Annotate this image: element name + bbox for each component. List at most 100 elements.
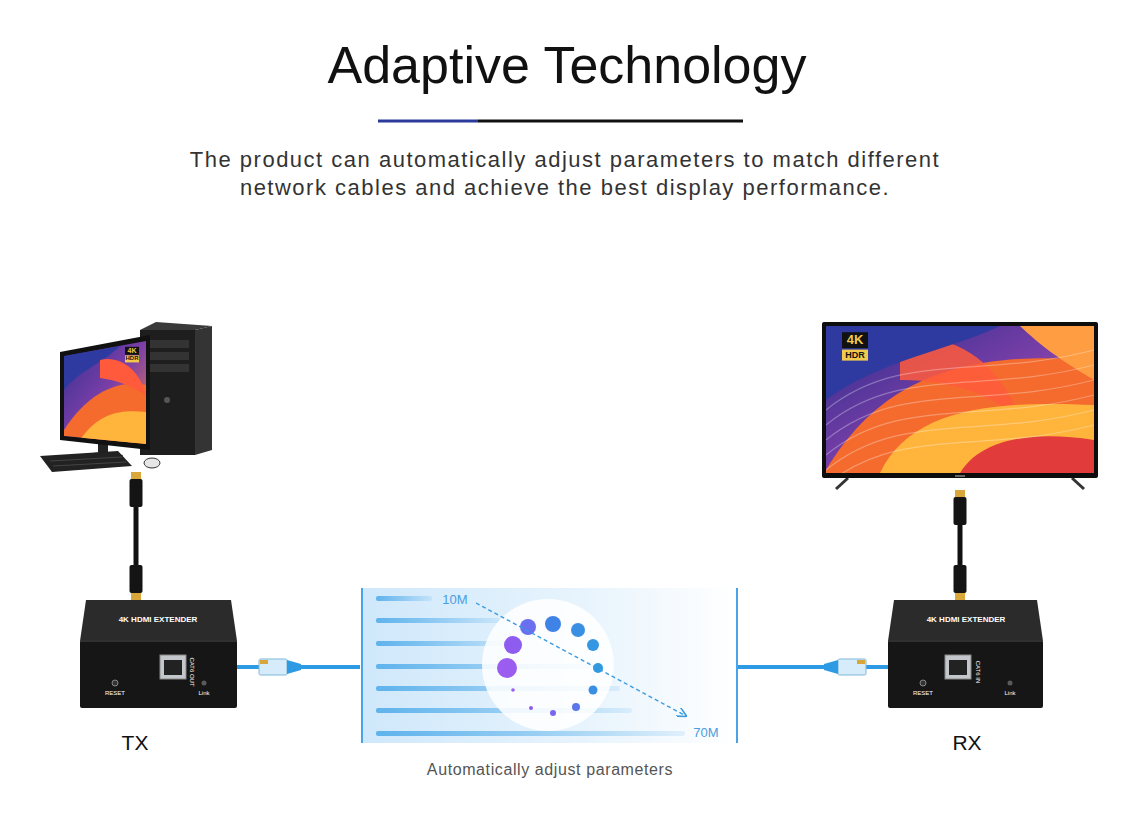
- receiver-device: [949, 660, 967, 675]
- device-name: RX: [952, 731, 981, 755]
- hdmi-plug: [130, 565, 143, 600]
- computer-tower: [164, 397, 170, 403]
- computer-monitor: [100, 359, 146, 395]
- device-model: 4K HDMI EXTENDER: [927, 615, 1006, 624]
- computer-tower: [146, 364, 189, 372]
- computer-monitor: [60, 335, 150, 450]
- rj45-plug: [260, 660, 268, 664]
- receiver-device: [1008, 681, 1013, 686]
- transmitter-device: [164, 660, 182, 675]
- resolution-badge: 4K: [842, 332, 868, 348]
- port-label: CAT6 IN: [975, 661, 982, 684]
- cable-panel-node: 10M70MAutomatically adjust parameters: [360, 588, 738, 743]
- loading-dots: [550, 710, 556, 716]
- adaptive-panel: [362, 588, 737, 743]
- rj45-plug: [259, 659, 301, 675]
- computer-tower: [195, 326, 212, 455]
- keyboard-mouse: [40, 451, 132, 472]
- distance-label: 10M: [442, 593, 467, 608]
- hdmi-plug: [954, 565, 967, 593]
- rj45-plug: [259, 659, 287, 675]
- receiver-device: [888, 641, 1043, 642]
- transmitter-device: [202, 681, 207, 686]
- television: [1072, 478, 1084, 489]
- adaptive-panel: [376, 618, 500, 623]
- computer-monitor: [60, 335, 150, 450]
- adaptive-panel: [376, 731, 685, 736]
- receiver-node: 4K HDMI EXTENDERRESETCAT6 INLinkRX: [888, 600, 1043, 708]
- receiver-device: [888, 600, 1043, 708]
- television: [955, 475, 965, 477]
- resolution-badge: 4K: [125, 347, 139, 355]
- button-label: RESET: [913, 690, 933, 697]
- hdmi-plug: [131, 472, 141, 479]
- loading-dots: [589, 686, 598, 695]
- port-label: CAT6 OUT: [189, 657, 196, 686]
- receiver-device: [888, 640, 1043, 708]
- computer-tower: [146, 340, 189, 348]
- hdr-badge: HDR: [842, 350, 868, 361]
- television: [880, 404, 1094, 473]
- computer-tower: [146, 352, 189, 360]
- computer-monitor: [80, 411, 146, 444]
- device-name: TX: [122, 731, 149, 755]
- title-underline: [378, 121, 743, 122]
- loading-dots: [571, 623, 585, 637]
- computer-monitor: [60, 335, 150, 460]
- adaptive-panel: [476, 603, 686, 716]
- led-label: Link: [198, 690, 209, 697]
- loading-dots: [572, 703, 580, 711]
- adaptive-panel: [376, 596, 685, 736]
- hdmi-plug: [954, 490, 967, 525]
- transmitter-device: [80, 640, 237, 708]
- transmitter-device: [160, 655, 186, 679]
- loading-dots: [545, 616, 561, 632]
- device-model: 4K HDMI EXTENDER: [119, 615, 198, 624]
- hdmi-plug: [955, 490, 965, 497]
- adaptive-panel: [376, 596, 432, 601]
- transmitter-device: [112, 680, 118, 686]
- rj45-plug: [287, 660, 301, 674]
- television: [822, 322, 1098, 489]
- hdmi-plug: [130, 472, 143, 507]
- adaptive-panel: [482, 599, 614, 731]
- loading-dots: [587, 639, 599, 651]
- computer-monitor: [64, 384, 146, 444]
- transmitter-node: 4K HDMI EXTENDERRESETCAT6 OUTLinkTX: [80, 600, 237, 708]
- television: [836, 478, 848, 489]
- loading-dots: [520, 619, 536, 635]
- television: [826, 425, 1094, 473]
- transmitter-device: [80, 600, 237, 641]
- hdr-badge: HDR: [125, 355, 139, 362]
- title-underline: [478, 120, 743, 123]
- hdmi-plug: [954, 565, 967, 600]
- receiver-device: [888, 600, 1043, 641]
- keyboard-mouse: [53, 462, 126, 466]
- adaptive-panel: [736, 588, 738, 743]
- hdmi-plug: [955, 593, 965, 600]
- rj45-plug: [824, 659, 866, 675]
- television: [826, 350, 1094, 473]
- keyboard-mouse: [50, 457, 122, 461]
- panel-caption: Automatically adjust parameters: [427, 761, 673, 779]
- television: [822, 322, 1098, 478]
- title-underline: [378, 120, 478, 123]
- hdmi-plug: [130, 565, 143, 593]
- rj45-plug: [857, 660, 865, 664]
- computer-monitor: [60, 335, 150, 450]
- led-label: Link: [1004, 690, 1015, 697]
- rj45-plug: [824, 660, 838, 674]
- keyboard-mouse: [40, 451, 160, 472]
- hdmi-plug: [954, 497, 967, 525]
- rj45-plug: [838, 659, 866, 675]
- receiver-device: [945, 655, 971, 679]
- page-title: Adaptive Technology: [0, 39, 1134, 91]
- subtitle: The product can automatically adjust par…: [165, 146, 965, 202]
- button-label: RESET: [105, 690, 125, 697]
- transmitter-device: [80, 641, 237, 642]
- adaptive-panel: [362, 588, 737, 743]
- television-node: 4K HDR: [822, 320, 1098, 490]
- receiver-device: [920, 680, 926, 686]
